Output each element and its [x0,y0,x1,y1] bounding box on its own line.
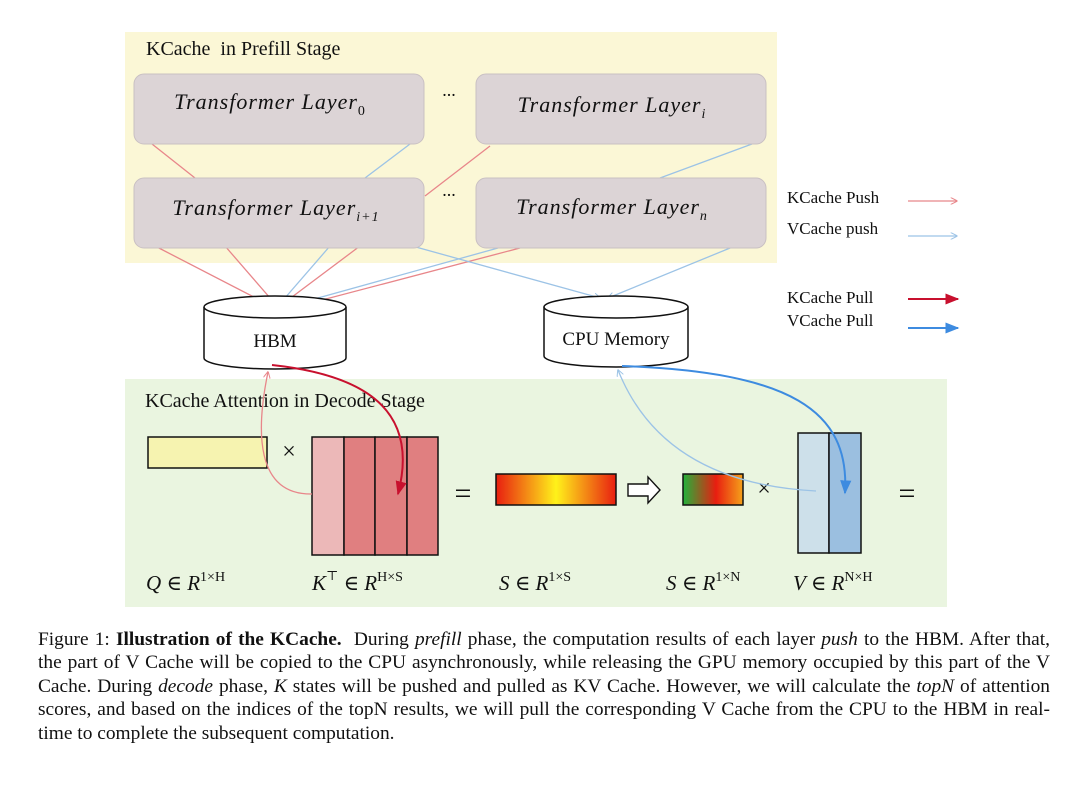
equals-op-1: = [455,477,472,510]
implies-arrow [627,475,661,505]
svg-text:Transformer Layer0: Transformer Layer0 [174,89,366,119]
layer-0-label: Transformer Layer [174,89,358,114]
label-s-topn: S ∈ R1×N [666,570,740,595]
figure-caption: Figure 1: Illustration of the KCache. Du… [38,628,1050,745]
caption-bold-title: Illustration of the KCache. [115,629,342,650]
svg-text:Transformer Layeri: Transformer Layeri [518,92,707,122]
topn-vector-s [682,473,744,506]
ellipsis-top: ... [442,80,456,100]
label-v: V ∈ RN×H [793,570,872,595]
layer-box-i: Transformer Layeri [475,73,767,145]
layer-box-i1: Transformer Layeri+1 [133,177,425,249]
legend-vcache-pull: VCache Pull [787,311,874,330]
layer-i-subscript: i [701,107,706,122]
label-q: Q ∈ R1×H [146,570,225,595]
caption-italic-k: K [273,675,287,697]
score-vector-s [495,473,617,506]
cpu-memory-label: CPU Memory [562,329,670,350]
hbm-label: HBM [253,331,296,352]
caption-text-3: to the HBM. After that, the part of V Ca… [38,629,1051,697]
prefill-stage-title: KCache in Prefill Stage [146,38,341,60]
caption-italic-decode: decode [158,675,214,697]
legend-vcache-push: VCache push [787,219,879,238]
legend: KCache Push VCache push KCache Pull VCac… [787,188,960,334]
layer-box-n: Transformer Layern [475,177,767,249]
decode-stage-title: KCache Attention in Decode Stage [145,390,425,412]
label-kt: K⊤ ∈ RH×S [311,568,403,595]
caption-italic-prefill: prefill [414,629,462,650]
label-s-full: S ∈ R1×S [499,570,571,595]
svg-text:Transformer Layern: Transformer Layern [516,194,708,224]
layer-box-0: Transformer Layer0 [133,73,425,145]
q-vector [147,436,268,469]
layer-n-subscript: n [700,209,708,224]
caption-text-5: states will be pushed and pulled as KV C… [286,675,917,697]
legend-kcache-pull: KCache Pull [787,288,874,307]
caption-italic-topn: topN [916,675,955,697]
times-op-2: × [757,476,771,502]
caption-italic-push: push [821,629,858,650]
equals-op-2: = [899,477,916,510]
k-transpose-matrix [311,436,439,556]
layer-n-label: Transformer Layer [516,194,700,219]
ellipsis-bottom: ... [442,180,456,200]
times-op-1: × [282,439,296,465]
caption-prefix: Figure 1: [38,629,116,650]
kcache-pull-thin [260,372,313,495]
vcache-pull-arrow [621,365,852,495]
layer-0-subscript: 0 [358,104,366,119]
v-matrix [797,432,862,554]
kcache-diagram: Transformer Layer0 Transformer Layeri Tr… [125,32,960,607]
caption-text-4: phase, [213,675,274,697]
caption-text-1: During [341,629,415,650]
svg-text:Transformer Layeri+1: Transformer Layeri+1 [172,195,379,225]
layer-i1-label: Transformer Layer [172,195,356,220]
hbm-cylinder: HBM [203,295,347,370]
cpu-memory-cylinder: CPU Memory [543,295,689,368]
caption-text-2: phase, the computation results of each l… [461,629,822,650]
vcache-pull-thin [618,370,817,492]
caption-text-6: of attention scores, and based on the in… [38,675,1050,744]
kcache-pull-arrow [271,364,407,496]
legend-kcache-push: KCache Push [787,188,880,207]
layer-i-label: Transformer Layer [518,92,702,117]
layer-i1-subscript: i+1 [356,210,379,225]
